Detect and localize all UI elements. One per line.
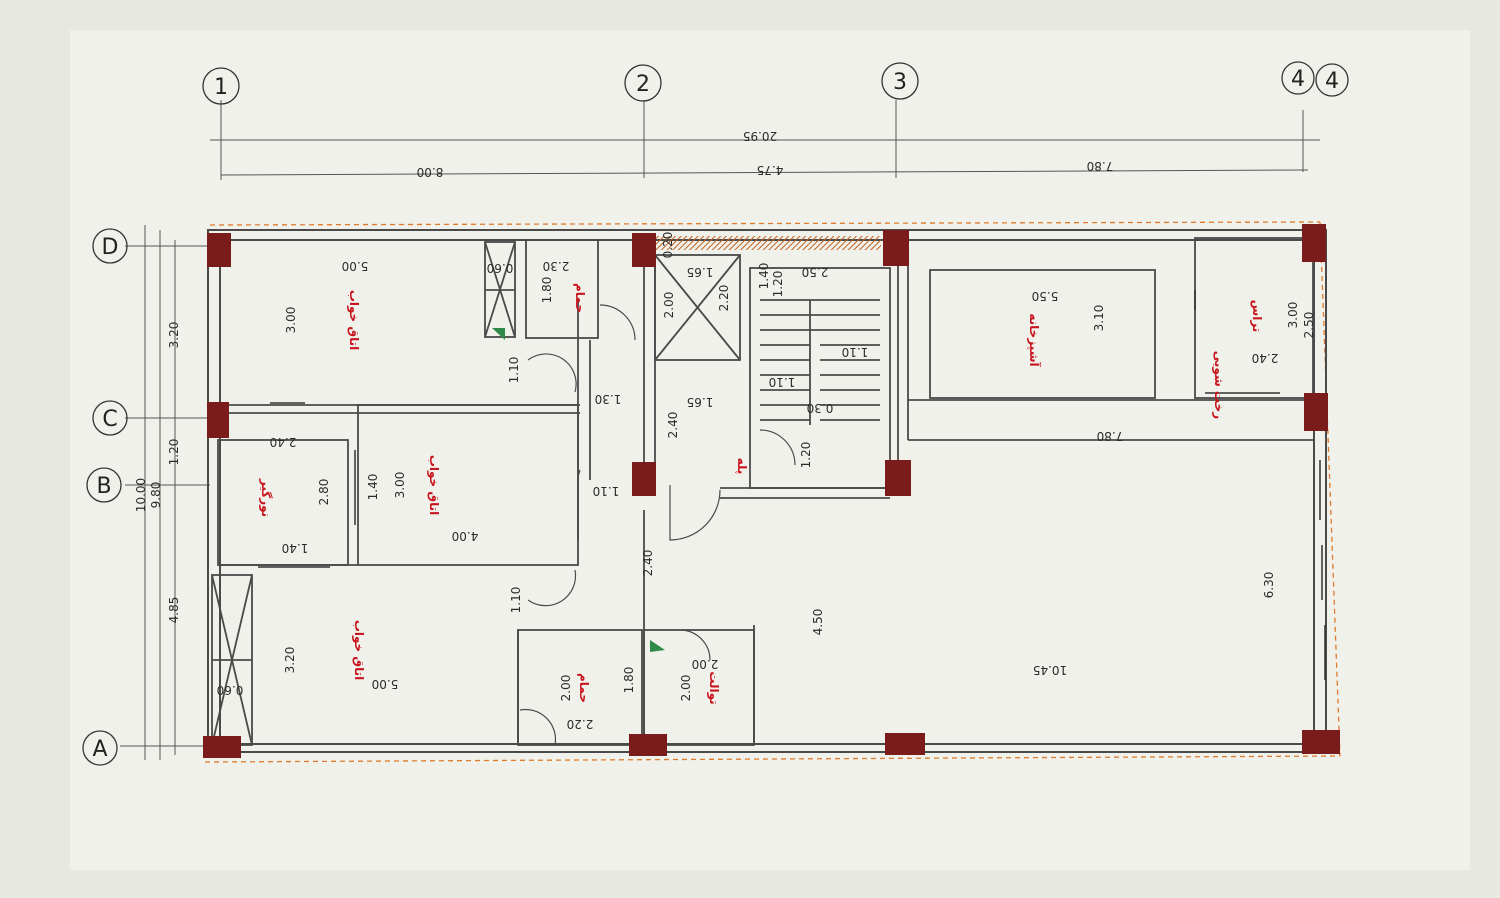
- svg-text:1.40: 1.40: [366, 474, 380, 501]
- dim-left-overall: 10.00: [134, 478, 148, 512]
- svg-text:5.50: 5.50: [1032, 289, 1059, 303]
- axis-bubble-1: 1: [202, 67, 240, 105]
- svg-text:2.40: 2.40: [641, 550, 655, 577]
- svg-text:4.00: 4.00: [452, 529, 479, 543]
- axis-bubble-b: B: [86, 467, 122, 503]
- shaft-hatch: [656, 236, 881, 250]
- svg-text:10.45: 10.45: [1033, 663, 1067, 677]
- structural-columns: [203, 224, 1340, 758]
- room-wc: توالت: [706, 671, 721, 704]
- axis-bubble-c: C: [92, 400, 128, 436]
- svg-text:2.20: 2.20: [717, 285, 731, 312]
- svg-text:3.20: 3.20: [283, 647, 297, 674]
- svg-text:B: B: [96, 474, 111, 499]
- svg-text:4: 4: [1325, 69, 1339, 94]
- svg-text:C: C: [102, 407, 117, 432]
- svg-text:5.00: 5.00: [372, 677, 399, 691]
- svg-text:1.65: 1.65: [687, 395, 714, 409]
- svg-text:2.40: 2.40: [1252, 351, 1279, 365]
- axis-bubble-d: D: [92, 228, 128, 264]
- svg-text:1.10: 1.10: [769, 375, 796, 389]
- svg-text:0.20: 0.20: [661, 232, 675, 259]
- svg-text:3.00: 3.00: [284, 307, 298, 334]
- room-bath-top: حمام: [572, 283, 587, 313]
- room-bedroom-middle: اتاق خواب: [426, 455, 441, 515]
- svg-text:2: 2: [636, 72, 650, 97]
- fixture-icon: [650, 640, 665, 652]
- svg-text:1.20: 1.20: [771, 271, 785, 298]
- svg-text:7.80: 7.80: [1097, 429, 1124, 443]
- svg-text:4: 4: [1291, 67, 1305, 92]
- svg-text:2.00: 2.00: [559, 675, 573, 702]
- axis-bubble-4: 4 4: [1281, 61, 1349, 97]
- windows: [258, 290, 1326, 680]
- svg-text:2.00: 2.00: [662, 292, 676, 319]
- svg-text:1: 1: [214, 75, 228, 100]
- svg-text:2.40: 2.40: [270, 435, 297, 449]
- axis-bubble-3: 3: [881, 62, 919, 100]
- dim-left-inner: 9.80: [149, 482, 163, 509]
- door-swings: [519, 304, 796, 746]
- room-bath-bottom: حمام: [576, 673, 591, 703]
- svg-text:3.00: 3.00: [393, 472, 407, 499]
- room-lightwell: نورگیر: [258, 478, 273, 517]
- svg-text:2.00: 2.00: [679, 675, 693, 702]
- dim-overall-top: 20.95: [743, 129, 777, 143]
- room-stair: پله: [735, 458, 749, 475]
- svg-text:3: 3: [893, 70, 907, 95]
- svg-text:3.00: 3.00: [1286, 302, 1300, 329]
- svg-text:1.10: 1.10: [509, 587, 523, 614]
- svg-text:1.20: 1.20: [799, 442, 813, 469]
- svg-text:1.10: 1.10: [507, 357, 521, 384]
- svg-text:1.80: 1.80: [622, 667, 636, 694]
- svg-text:2.00: 2.00: [692, 657, 719, 671]
- svg-text:6.30: 6.30: [1262, 572, 1276, 599]
- room-bedroom-top: اتاق خواب: [346, 290, 361, 350]
- svg-text:D: D: [102, 235, 119, 260]
- svg-text:4.50: 4.50: [811, 609, 825, 636]
- svg-text:0.60: 0.60: [487, 261, 514, 275]
- svg-text:2.80: 2.80: [317, 479, 331, 506]
- axis-bubble-2: 2: [624, 64, 662, 102]
- dim-2-3: 4.75: [757, 163, 784, 177]
- site-boundary: [204, 221, 1341, 763]
- svg-text:1.40: 1.40: [757, 263, 771, 290]
- dim-c-d: 3.20: [167, 322, 181, 349]
- top-axis-lines: [210, 100, 1320, 180]
- svg-text:1.65: 1.65: [687, 265, 714, 279]
- left-axis-lines: [120, 225, 215, 760]
- svg-text:2.30: 2.30: [543, 259, 570, 273]
- dimension-labels: 5.00 3.00 0.60 2.30 1.80 1.10 1.30 1.65 …: [217, 232, 1316, 731]
- svg-text:3.10: 3.10: [1092, 305, 1106, 332]
- svg-text:2.20: 2.20: [567, 717, 594, 731]
- svg-text:0.30: 0.30: [807, 401, 834, 415]
- interior-walls: [211, 237, 1314, 746]
- svg-text:1.80: 1.80: [540, 277, 554, 304]
- room-terrace: تراس: [1250, 300, 1264, 333]
- svg-text:1.10: 1.10: [842, 345, 869, 359]
- svg-text:5.00: 5.00: [342, 259, 369, 273]
- svg-text:1.40: 1.40: [282, 541, 309, 555]
- room-kitchen: آشپزخانه: [1027, 313, 1042, 367]
- svg-text:2.50: 2.50: [1302, 312, 1316, 339]
- svg-text:1.30: 1.30: [595, 392, 622, 406]
- room-bedroom-bottom: اتاق خواب: [351, 620, 366, 680]
- dim-a-b: 4.85: [167, 597, 181, 624]
- dim-1-2: 8.00: [417, 165, 444, 179]
- svg-text:2.40: 2.40: [666, 412, 680, 439]
- svg-text:A: A: [92, 737, 107, 762]
- dim-3-4: 7.80: [1087, 159, 1114, 173]
- svg-text:1.10: 1.10: [593, 484, 620, 498]
- dim-b-c: 1.20: [167, 439, 181, 466]
- svg-text:0.60: 0.60: [217, 683, 244, 697]
- room-laundry: رخت شویی: [1211, 351, 1226, 420]
- axis-bubble-a: A: [82, 730, 118, 766]
- fixture-icon: [492, 328, 505, 340]
- svg-text:2.50: 2.50: [802, 265, 829, 279]
